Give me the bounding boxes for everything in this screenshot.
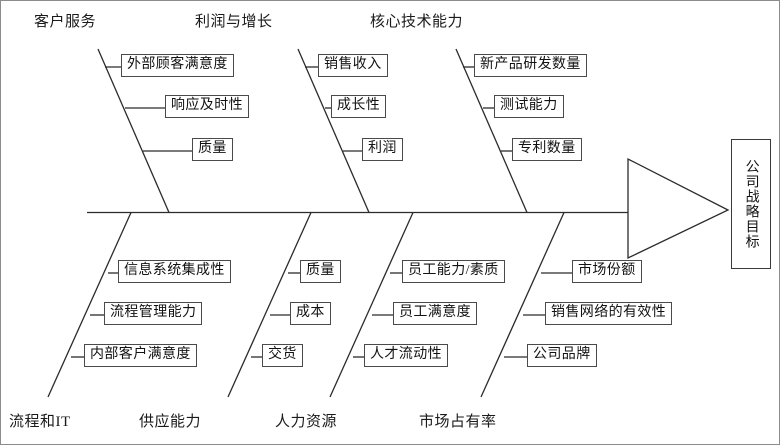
cause-box-new-product-rd-count[interactable]: 新产品研发数量 <box>474 54 587 77</box>
cause-box-patent-count[interactable]: 专利数量 <box>512 138 582 161</box>
cause-box-testing-capability[interactable]: 测试能力 <box>494 95 564 118</box>
cause-box-sales-revenue[interactable]: 销售收入 <box>318 54 388 77</box>
cause-box-quality-service[interactable]: 质量 <box>192 138 233 161</box>
category-label-market-share: 市场占有率 <box>419 414 497 430</box>
cause-box-market-share-value[interactable]: 市场份额 <box>572 260 642 283</box>
cause-box-talent-turnover[interactable]: 人才流动性 <box>364 344 448 367</box>
cause-box-external-customer-satisfaction[interactable]: 外部顾客满意度 <box>121 54 234 77</box>
category-label-core-tech: 核心技术能力 <box>370 14 464 30</box>
category-label-customer-service: 客户服务 <box>34 14 97 30</box>
cause-box-internal-customer-satisfaction[interactable]: 内部客户满意度 <box>84 344 197 367</box>
cause-box-employee-satisfaction[interactable]: 员工满意度 <box>393 302 477 325</box>
cause-box-response-timeliness[interactable]: 响应及时性 <box>165 95 249 118</box>
category-label-supply: 供应能力 <box>139 414 202 430</box>
cause-box-quality-supply[interactable]: 质量 <box>300 260 341 283</box>
cause-box-cost[interactable]: 成本 <box>290 302 331 325</box>
cause-box-process-management-capability[interactable]: 流程管理能力 <box>104 302 203 325</box>
cause-box-company-brand[interactable]: 公司品牌 <box>527 344 597 367</box>
effect-box-company-strategic-goal[interactable]: 公司战略目标 <box>731 139 771 269</box>
cause-box-delivery[interactable]: 交货 <box>262 344 303 367</box>
cause-box-profit[interactable]: 利润 <box>362 138 403 161</box>
category-label-hr: 人力资源 <box>275 414 338 430</box>
category-label-profit-growth: 利润与增长 <box>195 14 273 30</box>
cause-box-employee-capability-quality[interactable]: 员工能力/素质 <box>402 260 505 283</box>
category-label-process-it: 流程和IT <box>9 414 71 430</box>
cause-box-growth[interactable]: 成长性 <box>331 95 387 118</box>
cause-box-sales-network-effectiveness[interactable]: 销售网络的有效性 <box>545 302 673 325</box>
arrow-head-triangle <box>627 157 730 260</box>
cause-box-info-system-integration[interactable]: 信息系统集成性 <box>118 260 231 283</box>
